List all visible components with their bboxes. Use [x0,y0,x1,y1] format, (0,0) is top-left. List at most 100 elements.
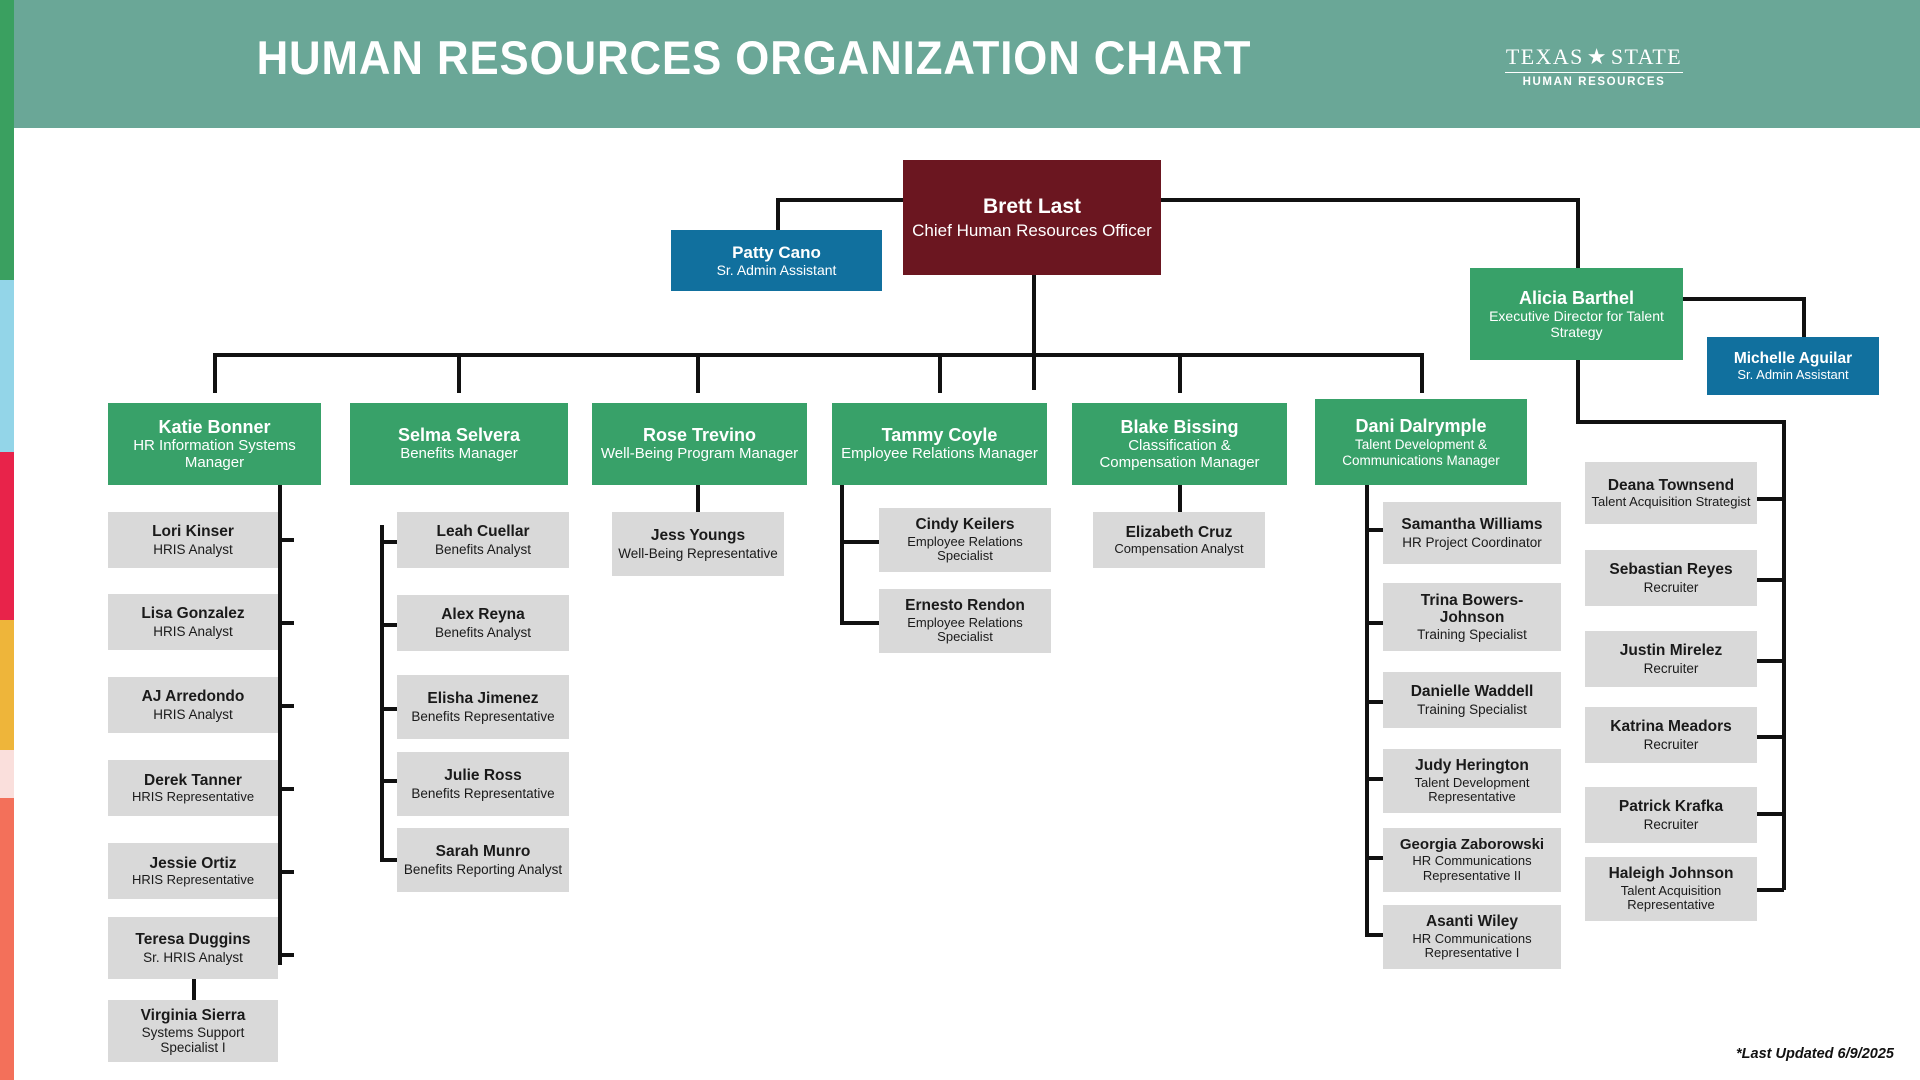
node-title: Classification & Compensation Manager [1099,436,1260,471]
logo-word-state: STATE [1610,44,1683,69]
node-name: Georgia Zaborowski [1399,835,1545,853]
node-title: HRIS Analyst [153,623,233,639]
node-rose-trevino[interactable]: Rose Trevino Well-Being Program Manager [592,403,807,485]
node-title: Talent Development Representative [1414,774,1530,805]
node-patrick-krafka[interactable]: Patrick Krafka Recruiter [1585,787,1757,843]
node-title: HRIS Analyst [153,541,233,557]
node-teresa-duggins[interactable]: Teresa Duggins Sr. HRIS Analyst [108,917,278,979]
connector-hris-branch-1 [278,538,294,542]
connector-er-branch-2 [840,621,880,625]
node-haleigh-johnson[interactable]: Haleigh Johnson Talent Acquisition Repre… [1585,857,1757,921]
node-katie-bonner[interactable]: Katie Bonner HR Information Systems Mana… [108,403,321,485]
node-title: HR Communications Representative I [1412,930,1532,961]
node-sebastian-reyes[interactable]: Sebastian Reyes Recruiter [1585,550,1757,606]
node-name: Asanti Wiley [1425,913,1519,931]
node-name: Julie Ross [444,767,522,785]
logo-word-texas: TEXAS [1505,44,1584,69]
connector-ta-branch-2 [1742,578,1784,582]
node-ernesto-rendon[interactable]: Ernesto Rendon Employee Relations Specia… [879,589,1051,653]
stripe-green [0,0,14,280]
node-title: HR Information Systems Manager [133,436,296,471]
node-georgia-zaborowski[interactable]: Georgia Zaborowski HR Communications Rep… [1383,828,1561,892]
node-judy-herington[interactable]: Judy Herington Talent Development Repres… [1383,749,1561,813]
node-patty-cano[interactable]: Patty Cano Sr. Admin Assistant [671,230,882,291]
connector-td-branch-2 [1365,621,1383,625]
node-virginia-sierra[interactable]: Virginia Sierra Systems Support Speciali… [108,1000,278,1062]
connector-benefits-branch-5 [380,858,398,862]
node-title: Sr. Admin Assistant [716,261,837,278]
node-julie-ross[interactable]: Julie Ross Benefits Representative [397,752,569,816]
node-cindy-keilers[interactable]: Cindy Keilers Employee Relations Special… [879,508,1051,572]
connector-director-to-ta-h [1576,420,1786,424]
node-derek-tanner[interactable]: Derek Tanner HRIS Representative [108,760,278,816]
connector-hris-branch-5 [278,870,294,874]
node-title: Training Specialist [1417,627,1527,643]
node-leah-cuellar[interactable]: Leah Cuellar Benefits Analyst [397,512,569,568]
stripe-blue [0,280,14,452]
connector-cro-to-assistant-h [776,198,906,202]
node-title: Chief Human Resources Officer [912,220,1152,240]
node-alex-reyna[interactable]: Alex Reyna Benefits Analyst [397,595,569,651]
node-name: Judy Herington [1415,757,1529,775]
node-title: Benefits Manager [400,445,518,463]
node-elizabeth-cruz[interactable]: Elizabeth Cruz Compensation Analyst [1093,512,1265,568]
node-name: Sebastian Reyes [1609,561,1733,579]
node-trina-bowers-johnson[interactable]: Trina Bowers-Johnson Training Specialist [1383,583,1561,651]
node-aj-arredondo[interactable]: AJ Arredondo HRIS Analyst [108,677,278,733]
node-title: Well-Being Representative [618,545,778,561]
connector-drop-talent [1420,353,1424,393]
node-name: Tammy Coyle [881,425,998,446]
connector-ta-branch-6 [1742,888,1784,892]
connector-benefits-branch-4 [380,779,398,783]
node-tammy-coyle[interactable]: Tammy Coyle Employee Relations Manager [832,403,1047,485]
node-title: Employee Relations Specialist [907,614,1023,645]
connector-benefits-branch-2 [380,623,398,627]
node-jess-youngs[interactable]: Jess Youngs Well-Being Representative [612,512,784,576]
node-samantha-williams[interactable]: Samantha Williams HR Project Coordinator [1383,502,1561,564]
node-name: Alex Reyna [441,606,525,624]
node-title: Talent Acquisition Representative [1620,882,1722,913]
node-name: Alicia Barthel [1518,287,1635,308]
node-lisa-gonzalez[interactable]: Lisa Gonzalez HRIS Analyst [108,594,278,650]
node-alicia-barthel[interactable]: Alicia Barthel Executive Director for Ta… [1470,268,1683,360]
node-title: Executive Director for Talent Strategy [1489,307,1664,340]
connector-director-to-assistant-v [1802,297,1806,339]
node-asanti-wiley[interactable]: Asanti Wiley HR Communications Represent… [1383,905,1561,969]
node-blake-bissing[interactable]: Blake Bissing Classification & Compensat… [1072,403,1287,485]
node-name: Ernesto Rendon [905,597,1025,615]
node-name: AJ Arredondo [141,688,245,706]
star-icon: ★ [1586,44,1608,69]
node-sarah-munro[interactable]: Sarah Munro Benefits Reporting Analyst [397,828,569,892]
connector-benefits-branch-1 [380,540,398,544]
node-title: HRIS Analyst [153,706,233,722]
node-selma-selvera[interactable]: Selma Selvera Benefits Manager [350,403,568,485]
stripe-coral [0,798,14,1080]
node-title: Employee Relations Specialist [907,533,1023,564]
node-title: Recruiter [1643,660,1699,676]
node-michelle-aguilar[interactable]: Michelle Aguilar Sr. Admin Assistant [1707,337,1879,395]
node-brett-last[interactable]: Brett Last Chief Human Resources Officer [903,160,1161,275]
node-name: Cindy Keilers [915,516,1015,534]
node-name: Deana Townsend [1607,476,1735,494]
node-lori-kinser[interactable]: Lori Kinser HRIS Analyst [108,512,278,568]
node-katrina-meadors[interactable]: Katrina Meadors Recruiter [1585,707,1757,763]
node-name: Trina Bowers-Johnson [1420,591,1524,626]
node-name: Haleigh Johnson [1608,865,1734,883]
connector-td-spine [1365,485,1369,935]
node-justin-mirelez[interactable]: Justin Mirelez Recruiter [1585,631,1757,687]
node-title: Recruiter [1643,579,1699,595]
node-title: Benefits Analyst [434,541,532,557]
page-header: HUMAN RESOURCES ORGANIZATION CHART TEXAS… [14,0,1920,128]
connector-td-branch-3 [1365,700,1383,704]
node-jessie-ortiz[interactable]: Jessie Ortiz HRIS Representative [108,843,278,899]
node-elisha-jimenez[interactable]: Elisha Jimenez Benefits Representative [397,675,569,739]
node-dani-dalrymple[interactable]: Dani Dalrymple Talent Development & Comm… [1315,399,1527,485]
connector-wellbeing-stem [696,485,700,515]
connector-drop-wellbeing [696,353,700,393]
logo-divider [1505,72,1683,73]
node-deana-townsend[interactable]: Deana Townsend Talent Acquisition Strate… [1585,462,1757,524]
node-danielle-waddell[interactable]: Danielle Waddell Training Specialist [1383,672,1561,728]
node-title: Talent Acquisition Strategist [1591,493,1751,509]
node-name: Katrina Meadors [1610,718,1732,736]
